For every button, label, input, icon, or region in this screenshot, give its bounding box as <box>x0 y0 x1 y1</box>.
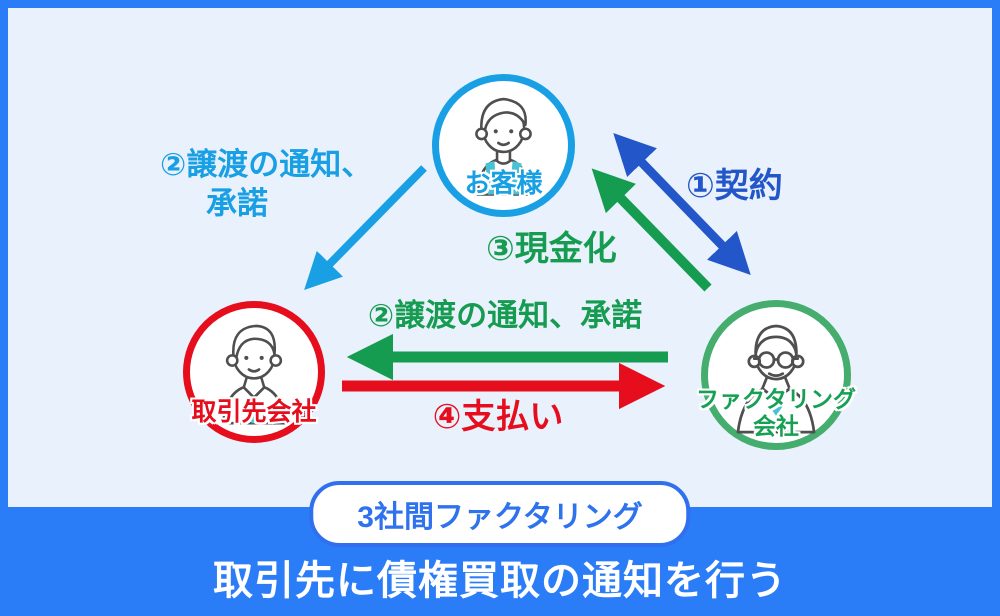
label-transfer-notice-top-line1: ②譲渡の通知、 <box>160 147 373 182</box>
customer-avatar-icon <box>475 97 532 196</box>
node-customer: お客様 <box>432 74 575 217</box>
customer-label: お客様 <box>464 168 543 198</box>
label-transfer-notice-top: ②譲渡の通知、 承諾 <box>160 146 372 224</box>
node-client: 取引先会社 <box>183 301 325 443</box>
client-avatar-icon <box>222 324 286 425</box>
label-payment: ④支払い <box>432 398 564 436</box>
factoring-label-line1: ファクタリング <box>695 385 857 412</box>
footer-title: 取引先に債権買取の通知を行う <box>213 559 787 603</box>
factoring-label: ファクタリング 会社 <box>696 386 856 441</box>
factoring-label-line2: 会社 <box>753 413 799 440</box>
label-contract: ①契約 <box>686 167 783 205</box>
client-label: 取引先会社 <box>191 398 317 426</box>
label-cash: ③現金化 <box>486 230 617 268</box>
label-transfer-notice-top-line2: 承諾 <box>206 185 268 221</box>
badge-3party-factoring: 3社間ファクタリング <box>309 481 691 547</box>
node-factoring: ファクタリング 会社 <box>696 300 856 450</box>
factoring-avatar-icon <box>736 324 816 434</box>
label-transfer-notice-mid: ②譲渡の通知、承諾 <box>367 298 643 333</box>
